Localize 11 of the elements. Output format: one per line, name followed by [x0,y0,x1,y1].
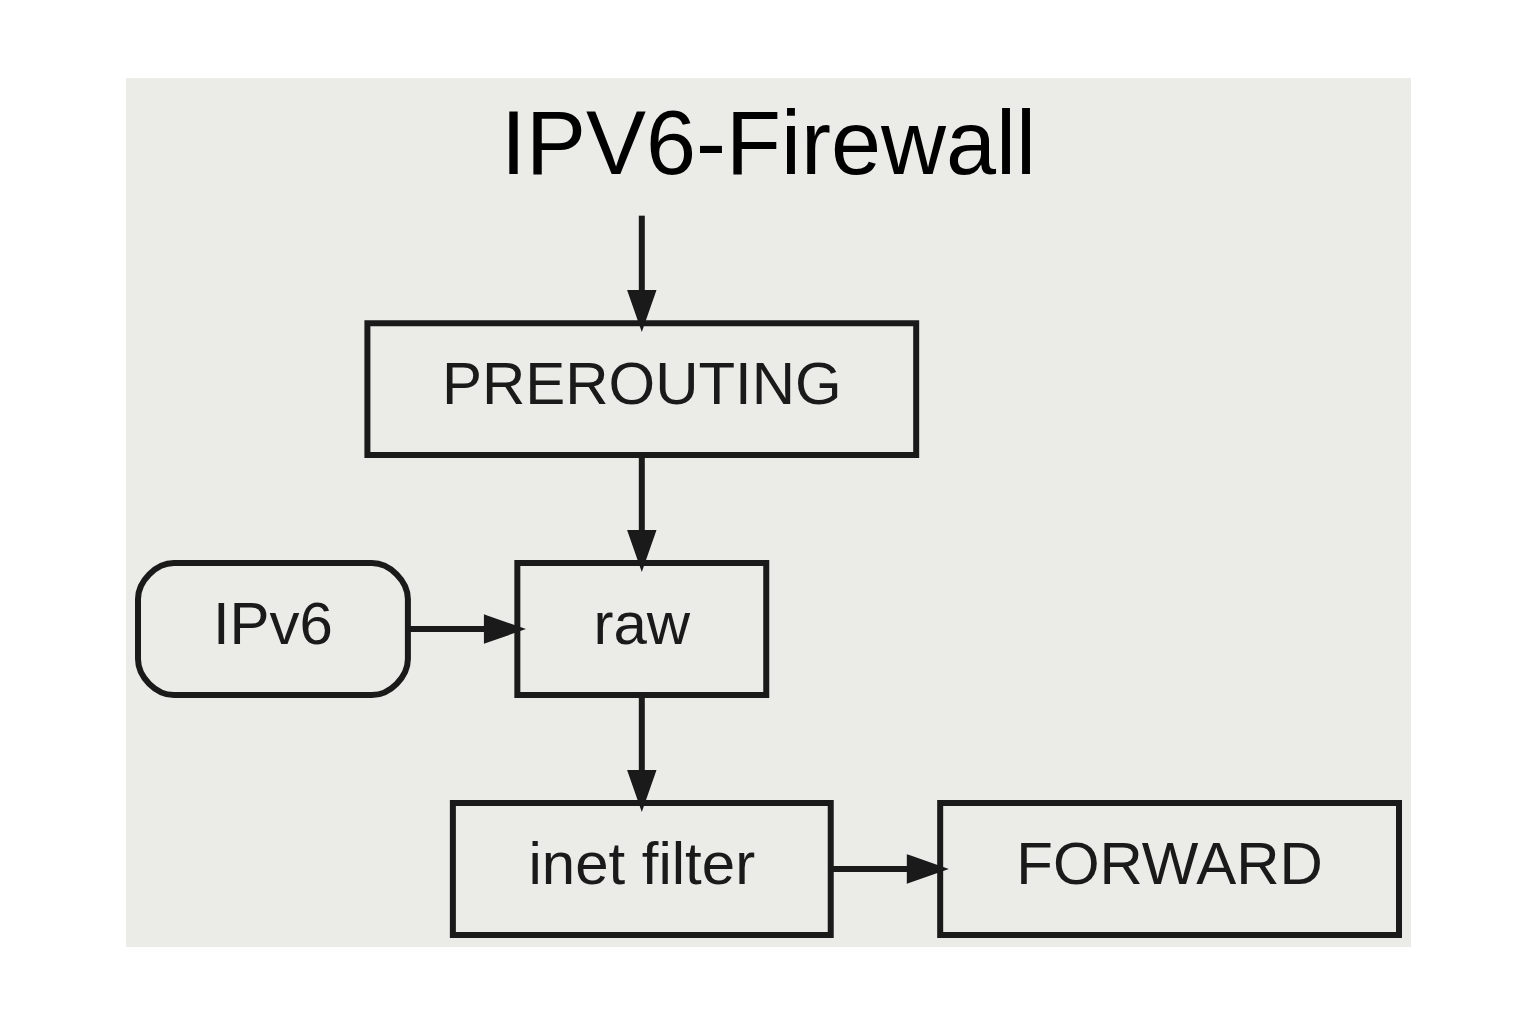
arrow [626,695,657,812]
arrow [626,455,657,572]
arrow [407,613,526,644]
arrow [831,853,949,884]
node-box: PREROUTING [363,319,919,458]
node-box: IPv6 [134,559,411,698]
node-box: inet filter [449,799,834,938]
diagram-title: IPV6-Firewall [500,92,1036,193]
arrow [626,215,657,332]
node-box: raw [513,559,769,698]
node-box: FORWARD [936,799,1402,938]
